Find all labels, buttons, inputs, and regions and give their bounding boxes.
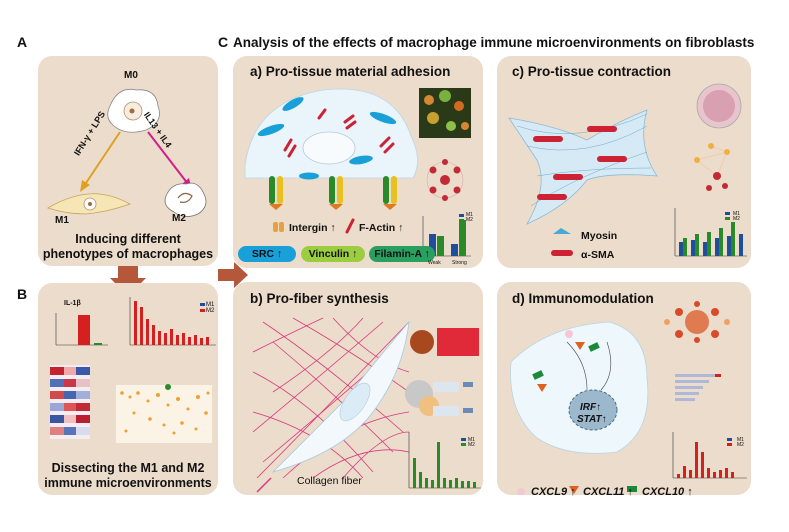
m0-label: M0: [124, 70, 138, 81]
chart-a-legend-m1: M1: [466, 212, 473, 218]
m2-label: M2: [172, 213, 186, 224]
adhesion-diagram: [244, 88, 471, 257]
cxcl9-label: CXCL9 ↑: [531, 486, 576, 498]
panel-B-legend-m1: M1: [206, 302, 215, 308]
right-arrow: [218, 262, 248, 288]
panel-A-caption-line1: Inducing different: [75, 232, 181, 246]
panel-A-caption-line2: phenotypes of macrophages: [42, 247, 214, 261]
panel-label-A: A: [17, 34, 28, 50]
il1b-chart-title: IL-1β: [64, 300, 81, 307]
fiber-synthesis-diagram: [252, 317, 481, 493]
collagen-fiber-label: Collagen fiber: [297, 475, 362, 487]
panel-a-title: a) Pro-tissue material adhesion: [250, 64, 451, 79]
cxcl11-label: CXCL11 ↑: [583, 486, 633, 498]
chart-a-legend-m2: M2: [466, 217, 473, 223]
asma-label: α-SMA: [581, 249, 615, 261]
chart-b-legend-m1: M1: [468, 437, 475, 443]
chart-d-legend-m2: M2: [737, 442, 744, 448]
contraction-diagram: [508, 83, 747, 257]
filamin-pill: Filamin-A ↑: [369, 246, 435, 262]
chart-a-xlabel-strong: Strong: [452, 260, 467, 266]
irf-label: IRF↑: [580, 402, 602, 413]
panel-d-title: d) Immunomodulation: [512, 291, 654, 306]
panel-A-caption: Inducing different phenotypes of macroph…: [38, 232, 218, 262]
panel-label-C: C: [218, 34, 229, 50]
chart-d-legend-m1: M1: [737, 437, 744, 443]
myosin-label: Myosin: [581, 230, 618, 242]
panel-label-B: B: [17, 286, 28, 302]
macrophage-polarization-diagram: [47, 88, 207, 217]
panel-B-figures: [50, 297, 216, 443]
immunomodulation-diagram: [510, 301, 747, 495]
panel-B-caption: Dissecting the M1 and M2 immune microenv…: [38, 461, 218, 491]
factin-label: F-Actin ↑: [359, 222, 404, 234]
main-title: Analysis of the effects of macrophage im…: [233, 35, 755, 50]
panel-B-legend-m2: M2: [206, 308, 215, 314]
chart-c-legend-m2: M2: [733, 216, 740, 222]
chart-a-xlabel-weak: Weak: [428, 260, 441, 266]
panel-c-title: c) Pro-tissue contraction: [512, 64, 672, 79]
chart-b-legend-m2: M2: [468, 442, 475, 448]
vinculin-pill: Vinculin ↑: [301, 246, 365, 262]
m1-label: M1: [55, 215, 69, 226]
panel-b-title: b) Pro-fiber synthesis: [250, 291, 389, 306]
chart-c-legend-m1: M1: [733, 211, 740, 217]
down-arrow: [110, 266, 146, 296]
integrin-label: Intergin ↑: [289, 222, 336, 234]
src-pill: SRC ↑: [238, 246, 296, 262]
panel-B-caption-line1: Dissecting the M1 and M2: [51, 461, 205, 475]
cxcl10-label: CXCL10 ↑: [642, 486, 693, 498]
panel-B-caption-line2: immune microenvironments: [44, 476, 212, 490]
stat-label: STAT↑: [577, 414, 607, 425]
